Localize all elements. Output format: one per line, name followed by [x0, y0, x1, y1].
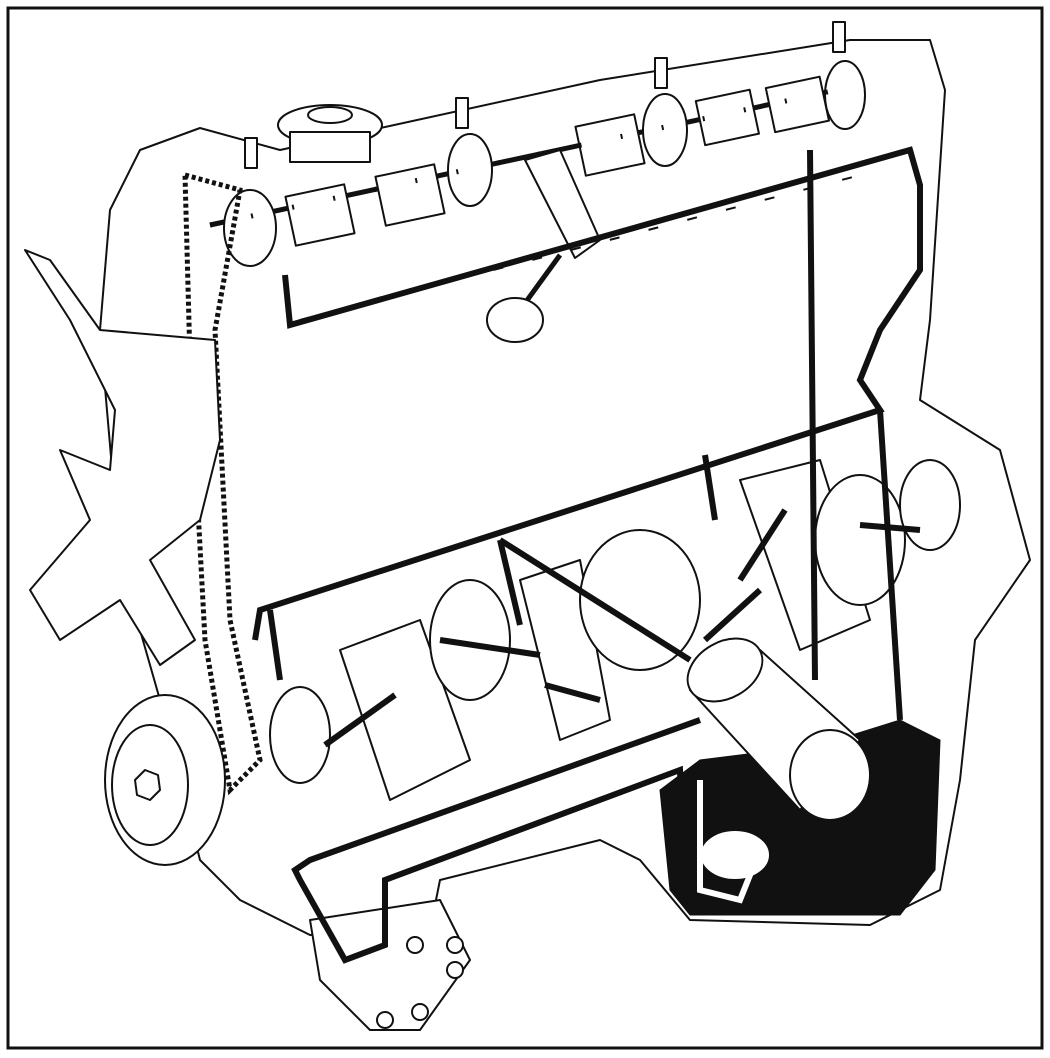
frame-border	[6, 6, 1044, 1050]
oil-filter	[686, 637, 871, 821]
crankshaft	[269, 459, 961, 801]
oil-pickup	[697, 780, 771, 904]
oil-pump	[309, 899, 471, 1031]
crankshaft-pulley	[104, 694, 226, 866]
oil-filler-cap	[277, 104, 383, 163]
head-studs	[244, 21, 846, 169]
rocker-arm-and-valve	[486, 149, 601, 343]
camshaft	[209, 60, 866, 267]
cooling-fan	[24, 249, 221, 666]
timing-chain	[182, 171, 263, 796]
oil-passages	[252, 146, 923, 964]
